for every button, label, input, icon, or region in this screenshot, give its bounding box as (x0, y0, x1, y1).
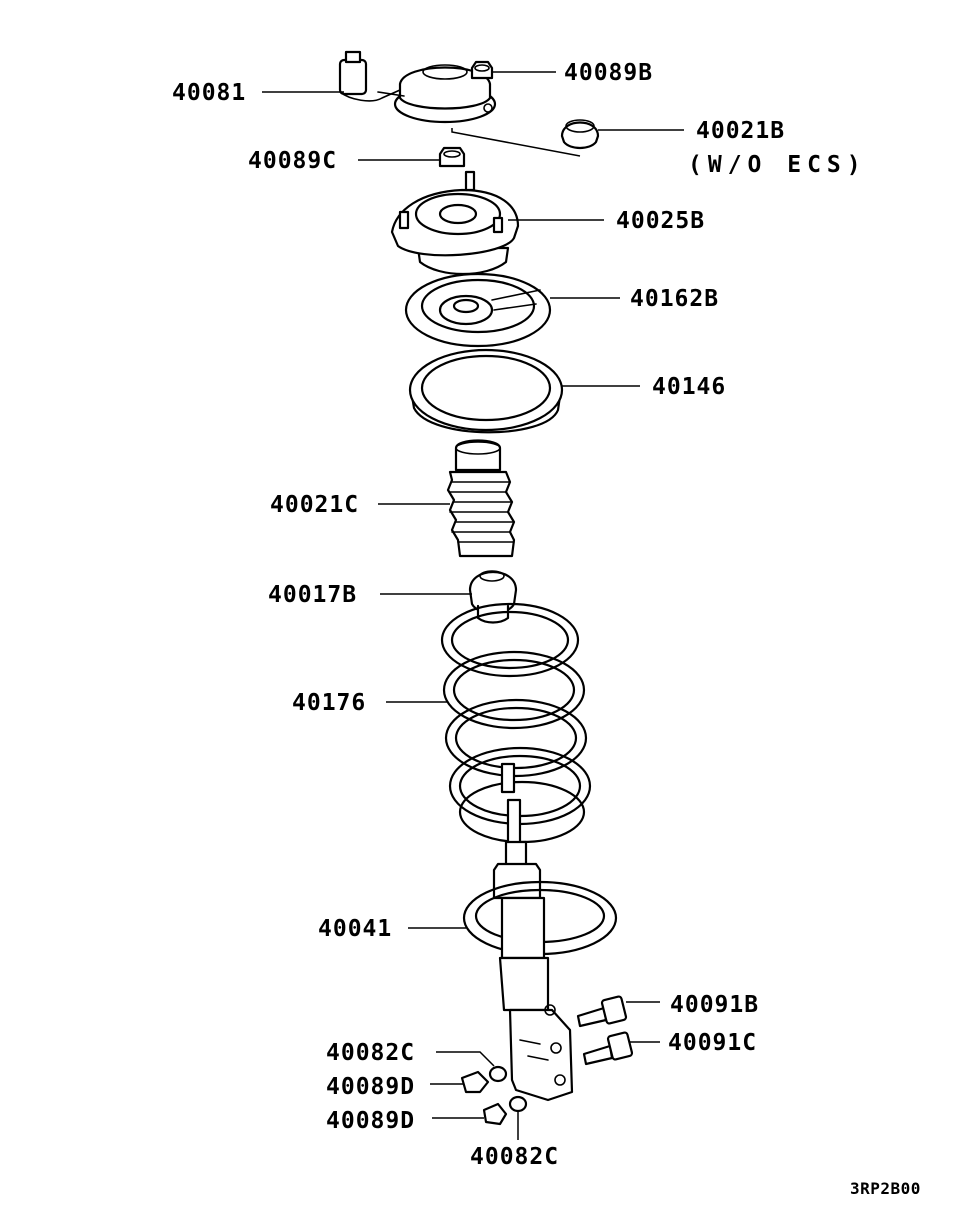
part-40082C-washer-upper (488, 1065, 508, 1083)
label-40025B: 40025B (616, 208, 705, 234)
part-40091C-bolt (582, 1031, 634, 1066)
part-40162B-spring-seat (404, 272, 552, 348)
leader-lines (262, 71, 684, 1140)
label-40021B: 40021B (696, 118, 785, 144)
label-40081: 40081 (172, 80, 246, 106)
label-40091B: 40091B (670, 992, 759, 1018)
diagram-code: 3RP2B00 (850, 1179, 921, 1198)
label-40017B: 40017B (268, 582, 357, 608)
part-40082C-washer-lower (508, 1095, 528, 1113)
part-40089D-nut-upper (460, 1070, 490, 1094)
label-40082C-lower: 40082C (470, 1144, 559, 1170)
label-40089B: 40089B (564, 60, 653, 86)
label-40021B-note: (W/O ECS) (688, 152, 867, 178)
label-40021C: 40021C (270, 492, 359, 518)
label-40089C: 40089C (248, 148, 337, 174)
part-40089C-nut (438, 146, 466, 168)
part-40021B-cap (451, 119, 600, 157)
part-40089B-nut (470, 60, 494, 80)
label-40089D-upper: 40089D (326, 1074, 415, 1100)
label-40176: 40176 (292, 690, 366, 716)
part-40081-actuator (338, 50, 497, 124)
part-40017B-bump-stopper (468, 570, 518, 624)
label-40146: 40146 (652, 374, 726, 400)
label-40089D-lower: 40089D (326, 1108, 415, 1134)
part-40089D-nut-lower (482, 1102, 508, 1126)
part-40025B-strut-mount (390, 170, 520, 276)
label-40162B: 40162B (630, 286, 719, 312)
label-40082C-upper: 40082C (326, 1040, 415, 1066)
part-40146-spring-pad (408, 348, 564, 434)
part-40041-shock-absorber (462, 798, 618, 1102)
label-40041: 40041 (318, 916, 392, 942)
part-40091B-bolt (576, 995, 628, 1028)
part-40021C-dust-boot (446, 439, 516, 558)
label-40091C: 40091C (668, 1030, 757, 1056)
